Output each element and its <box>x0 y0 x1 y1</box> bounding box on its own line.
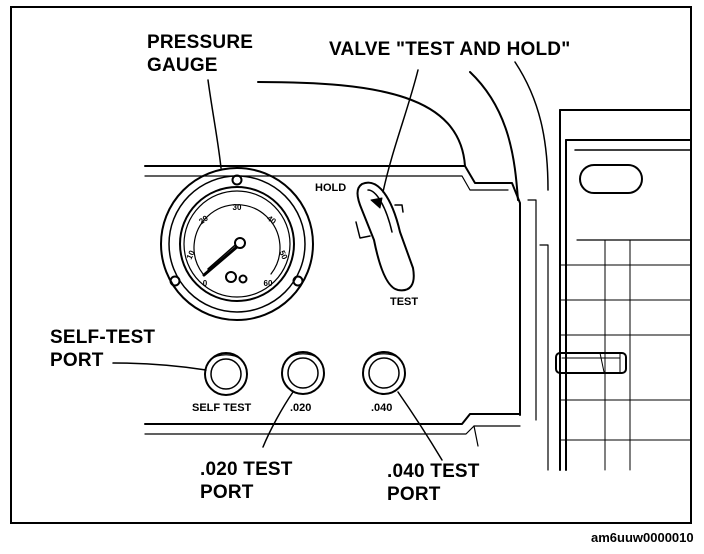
side-device-window <box>579 164 643 194</box>
panel-bottom-edge <box>144 413 521 425</box>
panel-bottom-shadow <box>144 425 521 435</box>
port-020-knob <box>281 351 325 395</box>
label-040: .040 <box>371 402 393 414</box>
case-curve <box>257 81 466 167</box>
leader-valve <box>382 69 419 193</box>
gauge-tick-40: 40 <box>265 214 278 227</box>
leader-040 <box>397 391 443 461</box>
pressure-gauge <box>160 167 314 321</box>
callout-040-port: .040 TEST PORT <box>387 461 480 505</box>
gauge-tick-0: 0 <box>203 279 208 288</box>
callout-self-test-port: SELF-TEST PORT <box>50 327 156 371</box>
label-self-test: SELF TEST <box>192 402 252 414</box>
side-device <box>527 109 691 471</box>
gauge-tick-50: 50 <box>277 249 289 261</box>
figure-code: am6uuw0000010 <box>591 530 694 545</box>
gauge-tick-60: 60 <box>264 279 273 288</box>
diagram-frame <box>10 6 692 524</box>
gauge-tick-30: 30 <box>233 203 242 212</box>
panel-top-shadow <box>144 175 509 191</box>
callout-020-port: .020 TEST PORT <box>200 459 293 503</box>
label-test: TEST <box>390 296 419 308</box>
gauge-screw <box>169 275 181 287</box>
self-test-port-knob <box>204 352 248 396</box>
callout-pressure-gauge: PRESSURE GAUGE <box>147 32 254 76</box>
valve-lever <box>355 181 415 292</box>
label-hold: HOLD <box>315 182 347 194</box>
panel-top-edge <box>144 165 521 416</box>
gauge-screw <box>231 174 243 186</box>
gauge-tick-10: 10 <box>185 249 197 261</box>
gauge-screw <box>292 275 304 287</box>
leader-020 <box>262 391 294 448</box>
label-020: .020 <box>290 402 312 414</box>
port-040-knob <box>362 351 406 395</box>
callout-valve: VALVE "TEST AND HOLD" <box>329 39 571 60</box>
leader-self-test <box>112 362 207 371</box>
case-curve-inner <box>469 71 519 201</box>
panel-bottom-lip <box>473 425 479 447</box>
gauge-needle <box>202 244 240 277</box>
case-curve-right <box>514 61 549 191</box>
leader-pressure-gauge <box>207 79 222 169</box>
